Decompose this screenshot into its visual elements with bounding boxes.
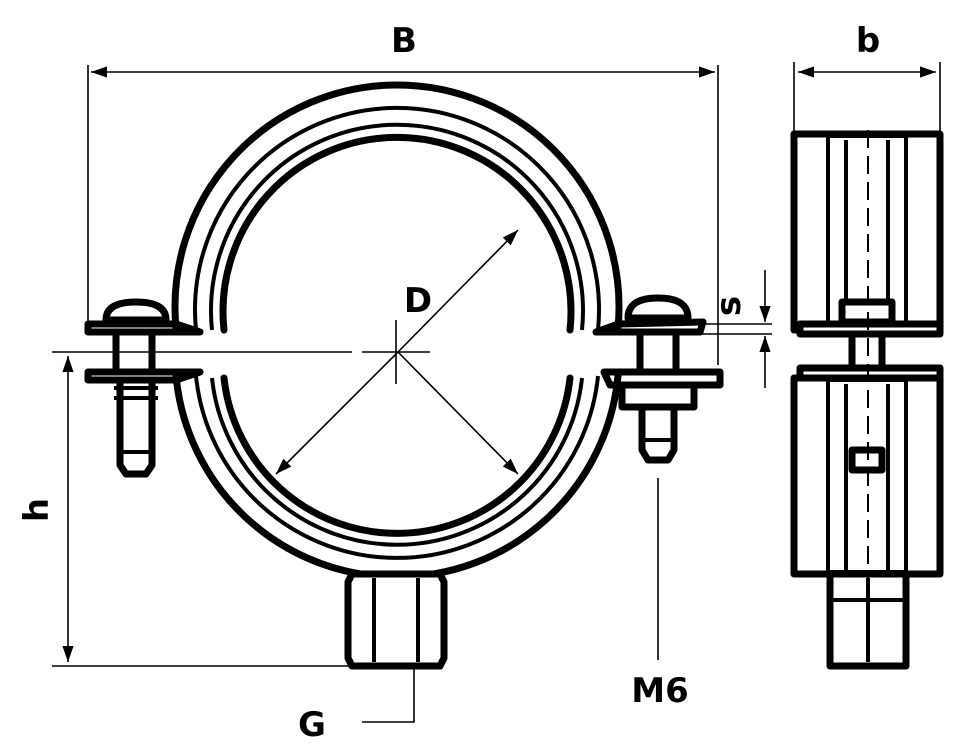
label-d-diameter: D [404,281,432,321]
upper-right-flange [592,318,707,336]
dimension-line-d-1 [397,229,519,353]
lower-band-outer [172,372,622,581]
side-hex-nut [826,570,910,670]
dimension-line-d-2 [275,351,399,475]
upper-band-outer [171,81,623,332]
label-m6-thread: M6 [631,671,689,711]
lower-right-flange [600,368,724,389]
upper-band-inner-1 [193,106,601,331]
leader-line-g [362,668,415,723]
lower-band-inner-1 [194,375,600,560]
dimension-line-d-3 [397,351,519,475]
upper-left-flange [84,320,204,336]
lower-liner [220,374,574,537]
side-view: b [790,21,944,670]
lower-band-inner-2 [210,377,584,547]
label-h-height: h [17,498,57,522]
label-g-thread: G [298,705,326,745]
label-b-small-width: b [856,21,880,61]
lower-left-flange [84,368,204,384]
label-b-width: B [391,21,417,61]
hex-nut-g [344,570,448,670]
upper-liner [219,133,575,334]
upper-band-inner-2 [209,122,585,331]
front-view: B D h G M6 s [17,21,772,745]
right-screw [618,294,698,464]
label-s-thickness: s [709,296,749,316]
left-screw [102,298,170,478]
